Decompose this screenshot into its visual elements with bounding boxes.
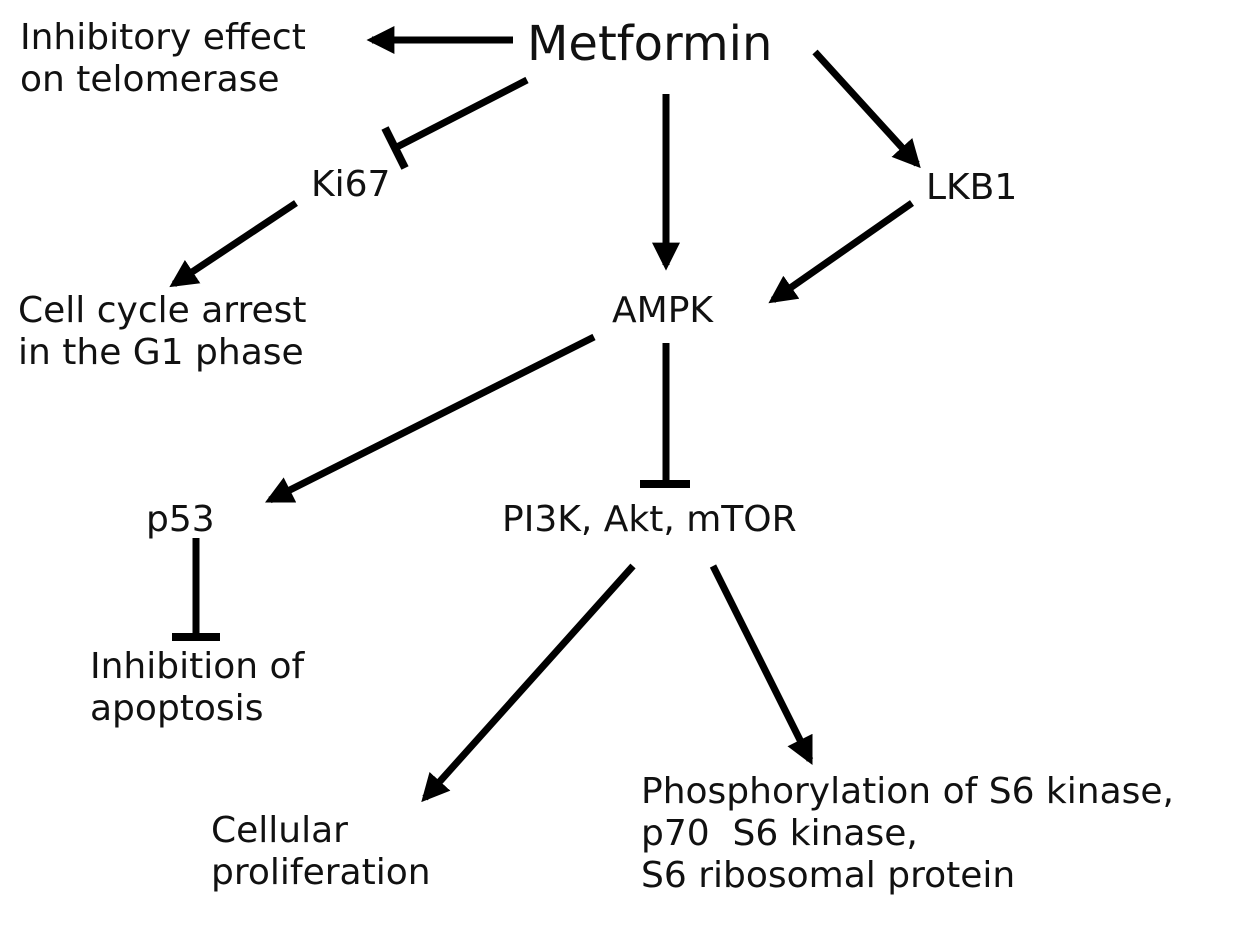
node-apoptosis: Inhibition of apoptosis — [90, 646, 304, 730]
node-ki67-label: Ki67 — [311, 164, 391, 205]
node-ki67: Ki67 — [311, 164, 390, 206]
node-cell-cycle-line-1: Cell cycle arrest — [18, 290, 307, 331]
edge-pi3k-to-phosphorylation — [709, 564, 814, 766]
node-cell-cycle-line-2: in the G1 phase — [18, 332, 304, 374]
node-pi3k-akt-mtor-label: PI3K, Akt, mTOR — [502, 499, 797, 540]
edge-metformin-inhibits-ki67 — [381, 76, 529, 170]
edge-p53-inhibits-apoptosis — [172, 538, 220, 641]
node-telomerase-line-1: Inhibitory effect — [20, 17, 306, 58]
node-phosphorylation-line-3: S6 ribosomal protein — [641, 855, 1016, 897]
node-apoptosis-line-2: apoptosis — [90, 688, 264, 730]
node-telomerase-line-2: on telomerase — [20, 59, 280, 101]
edge-lkb1-to-ampk — [768, 200, 915, 304]
node-proliferation-line-2: proliferation — [211, 852, 431, 894]
node-p53: p53 — [146, 499, 215, 541]
node-phosphorylation-line-1: Phosphorylation of S6 kinase, — [641, 771, 1174, 812]
node-p53-label: p53 — [146, 499, 215, 540]
node-metformin-label: Metformin — [527, 16, 773, 72]
edge-ampk-to-p53 — [264, 333, 596, 504]
node-cell-cycle: Cell cycle arrest in the G1 phase — [18, 290, 306, 374]
node-ampk-label: AMPK — [612, 290, 714, 331]
node-ampk: AMPK — [612, 290, 713, 332]
node-phosphorylation: Phosphorylation of S6 kinase, p70 S6 kin… — [641, 771, 1174, 897]
node-phosphorylation-line-2: p70 S6 kinase, — [641, 813, 918, 855]
edge-ki67-to-cell-cycle — [169, 200, 298, 288]
node-cellular-proliferation: Cellular proliferation — [211, 810, 431, 894]
node-telomerase: Inhibitory effect on telomerase — [20, 17, 306, 101]
node-pi3k-akt-mtor: PI3K, Akt, mTOR — [502, 499, 797, 541]
node-metformin: Metformin — [527, 16, 772, 72]
node-lkb1: LKB1 — [926, 167, 1017, 209]
edge-ampk-inhibits-pi3k — [640, 343, 690, 488]
edge-pi3k-to-proliferation — [421, 563, 636, 803]
edge-metformin-to-lkb1 — [812, 49, 921, 169]
node-proliferation-line-1: Cellular — [211, 810, 348, 851]
node-lkb1-label: LKB1 — [926, 167, 1018, 208]
node-apoptosis-line-1: Inhibition of — [90, 646, 305, 687]
